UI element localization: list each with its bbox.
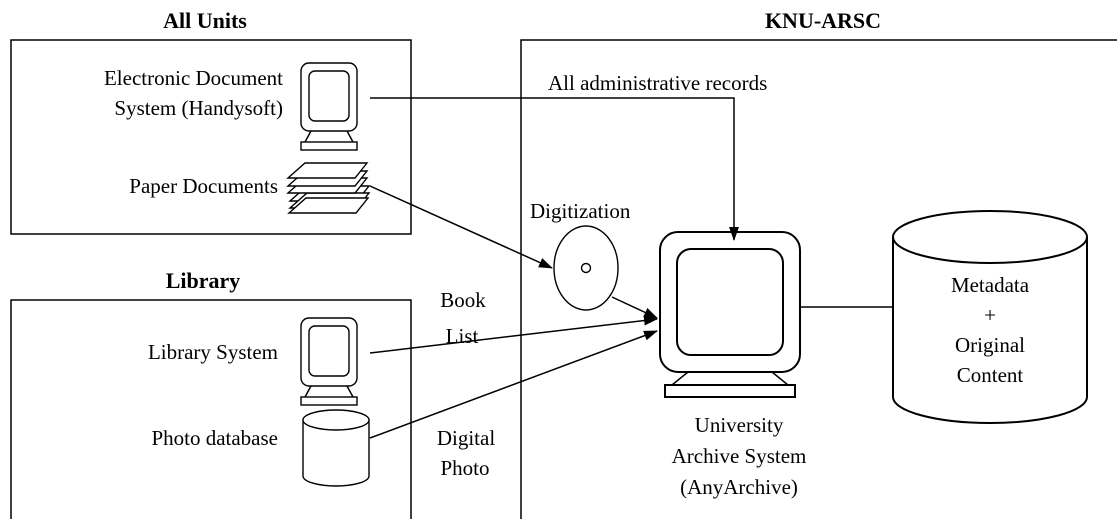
paper-documents-label: Paper Documents: [129, 174, 278, 198]
book-list-label-1: Book: [440, 288, 486, 312]
library-system-label: Library System: [148, 340, 278, 364]
library-header: Library: [166, 268, 241, 293]
db-label-2: +: [984, 303, 996, 327]
photo-database-icon: [302, 409, 370, 487]
library-computer-icon: [300, 317, 358, 406]
digital-photo-label-1: Digital: [437, 426, 495, 450]
cd-disc-icon: [553, 225, 619, 311]
db-label-1: Metadata: [951, 273, 1030, 297]
eds-label-line1: Electronic Document: [104, 66, 283, 90]
archive-system-label-3: (AnyArchive): [680, 475, 798, 499]
paper-to-digitization-arrow: [369, 185, 553, 269]
digitization-to-archive-arrow: [611, 296, 658, 319]
admin-records-label: All administrative records: [548, 71, 767, 95]
library-box: [10, 299, 412, 519]
archive-system-label-1: University: [695, 413, 784, 437]
paper-stack-icon: [286, 162, 371, 214]
metadata-database-icon: [892, 210, 1088, 424]
book-list-arrow: [369, 315, 658, 354]
db-label-4: Content: [957, 363, 1024, 387]
archive-system-label-2: Archive System: [672, 444, 807, 468]
all-units-box: [10, 39, 412, 235]
photo-database-label: Photo database: [151, 426, 278, 450]
db-label-3: Original: [955, 333, 1025, 357]
digitization-label: Digitization: [530, 199, 631, 223]
digital-photo-label-2: Photo: [440, 456, 489, 480]
knu-arsc-box: [520, 39, 1117, 519]
digital-photo-arrow: [369, 330, 658, 439]
all-units-header: All Units: [163, 8, 247, 33]
eds-label-line2: System (Handysoft): [114, 96, 283, 120]
archive-computer-icon: [659, 231, 801, 398]
eds-computer-icon: [300, 62, 358, 151]
book-list-label-2: List: [446, 324, 479, 348]
admin-records-arrow: [370, 97, 739, 241]
knu-arsc-header: KNU-ARSC: [765, 8, 881, 33]
